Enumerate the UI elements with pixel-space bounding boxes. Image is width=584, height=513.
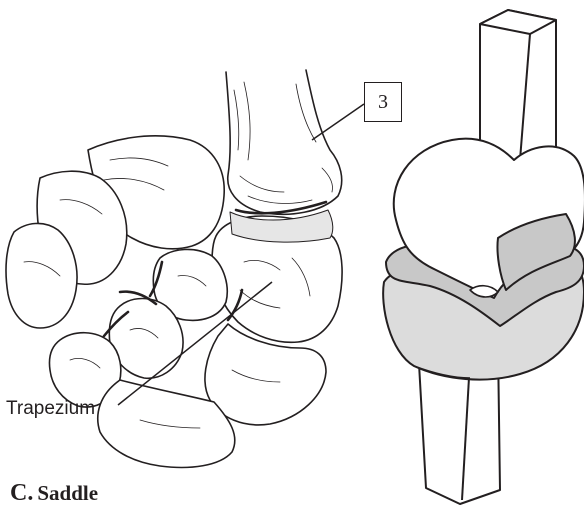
callout-number-box: 3 (364, 82, 402, 122)
caption-title: Saddle (37, 481, 98, 505)
caption-letter: C. (10, 480, 33, 506)
fourth-metacarpal (6, 223, 77, 328)
first-metacarpal (226, 70, 342, 214)
figure-caption: C. Saddle (10, 480, 98, 507)
callout-number: 3 (378, 91, 388, 114)
callout-leader-line-3 (312, 104, 364, 140)
trapezium-label: Trapezium (6, 398, 95, 420)
saddle-joint-schematic (383, 10, 584, 504)
